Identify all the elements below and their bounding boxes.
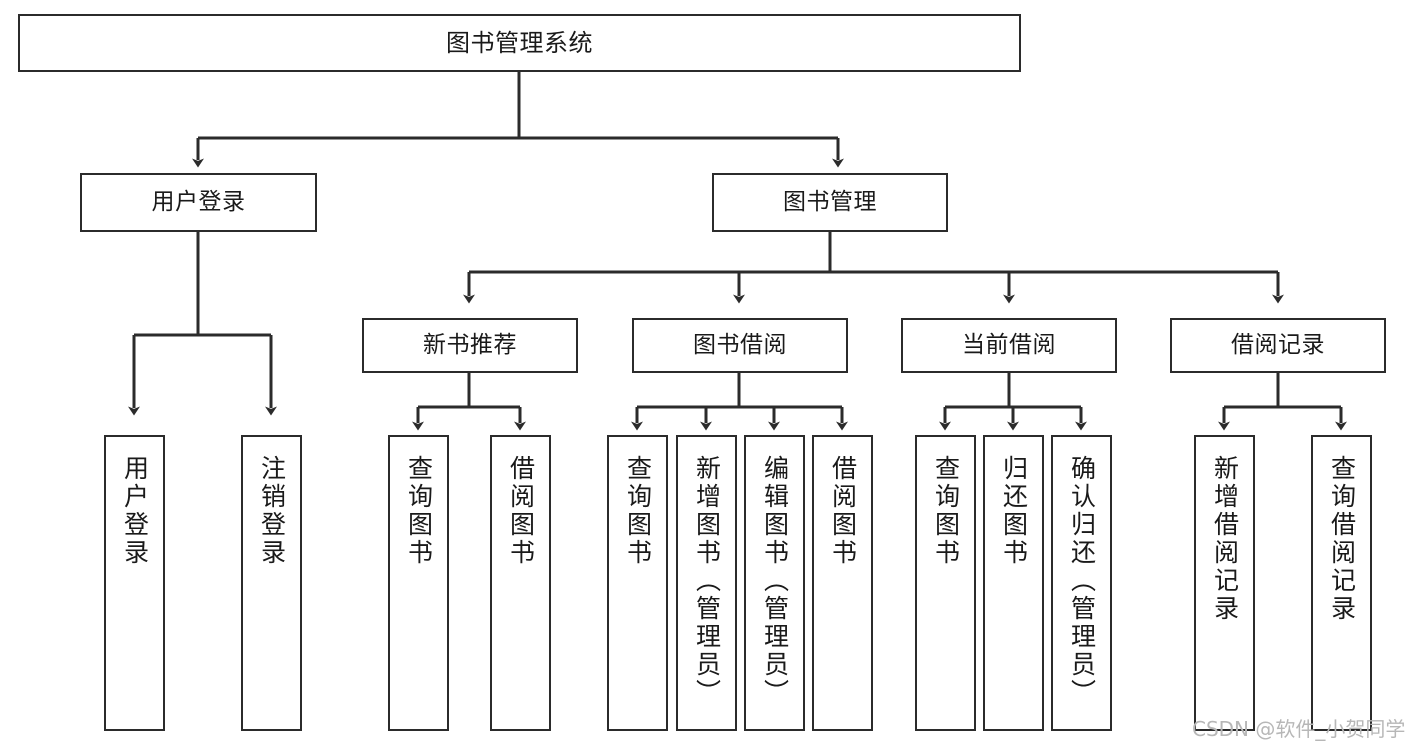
node-label: 查询图书: [404, 455, 434, 567]
node-label: 查询图书: [931, 455, 961, 567]
node-leaf-edit-book[interactable]: 编辑图书（管理员）: [744, 435, 805, 731]
node-label: 图书管理系统: [446, 28, 593, 57]
node-leaf-query-record[interactable]: 查询借阅记录: [1311, 435, 1372, 731]
node-label: 归还图书: [999, 455, 1029, 567]
node-label: 用户登录: [151, 188, 246, 215]
watermark-text: CSDN @软件_小贺同学: [1192, 717, 1405, 741]
node-borrow-record[interactable]: 借阅记录: [1170, 318, 1386, 373]
node-label: 注销登录: [257, 455, 287, 567]
node-label: 查询图书: [623, 455, 653, 567]
node-book-management[interactable]: 图书管理: [712, 173, 948, 232]
node-leaf-confirm-return[interactable]: 确认归还（管理员）: [1051, 435, 1112, 731]
node-new-book-recommend[interactable]: 新书推荐: [362, 318, 578, 373]
node-leaf-query-book-2[interactable]: 查询图书: [607, 435, 668, 731]
node-label: 借阅记录: [1231, 331, 1325, 358]
node-book-borrow[interactable]: 图书借阅: [632, 318, 848, 373]
node-label: 图书管理: [783, 188, 877, 215]
node-label: 查询借阅记录: [1327, 455, 1357, 623]
node-leaf-add-book[interactable]: 新增图书（管理员）: [676, 435, 737, 731]
node-leaf-borrow-book-2[interactable]: 借阅图书: [812, 435, 873, 731]
node-leaf-borrow-book-1[interactable]: 借阅图书: [490, 435, 551, 731]
node-label: 借阅图书: [506, 455, 536, 567]
node-label: 新增借阅记录: [1210, 455, 1240, 623]
node-label: 图书借阅: [693, 331, 787, 358]
node-leaf-return-book[interactable]: 归还图书: [983, 435, 1044, 731]
node-leaf-query-book-1[interactable]: 查询图书: [388, 435, 449, 731]
node-label: 新增图书（管理员）: [692, 455, 722, 707]
node-label: 新书推荐: [423, 331, 517, 358]
node-label: 当前借阅: [962, 331, 1056, 358]
node-leaf-query-book-3[interactable]: 查询图书: [915, 435, 976, 731]
node-user-login[interactable]: 用户登录: [80, 173, 317, 232]
node-label: 用户登录: [120, 455, 150, 567]
node-current-borrow[interactable]: 当前借阅: [901, 318, 1117, 373]
node-leaf-user-login[interactable]: 用户登录: [104, 435, 165, 731]
node-label: 编辑图书（管理员）: [760, 455, 790, 707]
node-label: 借阅图书: [828, 455, 858, 567]
node-label: 确认归还（管理员）: [1067, 455, 1097, 707]
node-leaf-user-logout[interactable]: 注销登录: [241, 435, 302, 731]
node-root-book-management-system[interactable]: 图书管理系统: [18, 14, 1021, 72]
node-leaf-add-record[interactable]: 新增借阅记录: [1194, 435, 1255, 731]
